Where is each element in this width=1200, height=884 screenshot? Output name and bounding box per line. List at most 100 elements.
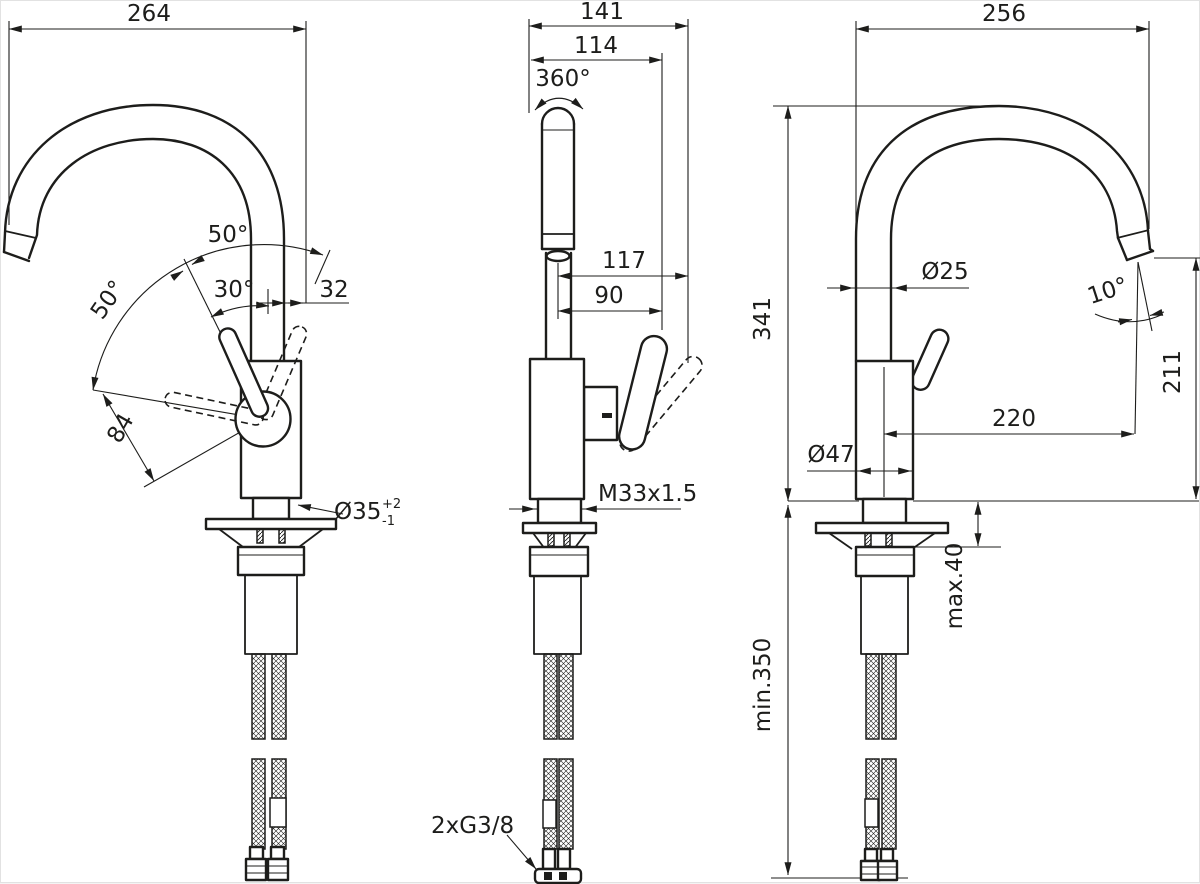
mounting-assembly (521, 497, 598, 884)
arc-arrowhead (1149, 309, 1165, 317)
leader-line (506, 834, 537, 870)
fitting-detail (559, 872, 567, 880)
dim-label-offset: 32 (319, 277, 348, 303)
hose-fitting-neck (879, 847, 895, 863)
flex-hose (271, 653, 287, 740)
dim-line-lever-length (102, 393, 155, 482)
aerator-ring-line (1116, 229, 1150, 239)
arc-lever-swing (91, 244, 324, 391)
dim-label-lever-length: 84 (102, 409, 139, 447)
plate-leg (298, 528, 324, 548)
dim-label-hole-tol-plus: +2 (382, 497, 401, 512)
dim-label-lever-angle: 50° (86, 276, 131, 324)
threaded-shank (860, 575, 909, 655)
dim-label-hole-diameter: Ø35 (334, 499, 381, 525)
hose-fitting-neck (248, 845, 265, 861)
hose-fitting-nut (244, 857, 268, 882)
left-view: 264 50° 30° 32 50° 84 (2, 1, 401, 882)
mounting-assembly (204, 496, 338, 882)
arc-arrowhead (191, 254, 205, 265)
flex-hose (251, 653, 266, 740)
dim-label-depth-total: 141 (580, 1, 624, 25)
plate-leg (911, 532, 936, 550)
faucet-body (528, 357, 586, 501)
hose-label-sleeve (269, 797, 287, 828)
mounting-nut (236, 545, 306, 577)
hose-fitting-neck (556, 847, 572, 871)
lever-dashed-position (618, 355, 703, 452)
hose-fitting-nut (876, 859, 899, 882)
eco-marker (602, 413, 612, 418)
dim-label-hole-tol-minus: -1 (382, 514, 395, 529)
hose-fitting-nut (266, 857, 290, 882)
spout-outline-inner (889, 137, 1120, 363)
mounting-shank (251, 496, 291, 521)
dim-label-thread: M33x1.5 (598, 481, 697, 507)
dim-label-reach-body: 90 (594, 283, 623, 309)
mounting-shank (536, 497, 583, 525)
mounting-assembly (814, 497, 950, 882)
spout-column (540, 106, 576, 361)
hose-label-sleeve (864, 798, 879, 828)
mounting-plate (814, 521, 950, 535)
spout-tip-face (1125, 249, 1155, 262)
mounting-nut (528, 545, 590, 578)
reference-tick (314, 249, 331, 285)
flex-hose (558, 653, 574, 740)
spout-outline-outer (854, 104, 1152, 363)
aerator-ring-line (4, 230, 37, 239)
arc-arrowhead (170, 270, 184, 281)
flex-hose (558, 758, 574, 850)
mounting-plate (204, 517, 338, 531)
dim-label-spray-angle: 10° (1084, 273, 1131, 310)
flex-hose (251, 758, 266, 850)
dim-label-spout-reach: 256 (982, 1, 1026, 27)
clamp-tab (256, 528, 264, 544)
hose-fitting-neck (269, 845, 286, 861)
spray-reference-line (1134, 261, 1139, 435)
clamp-tab (885, 532, 893, 547)
dim-label-projection: 220 (992, 406, 1036, 432)
aerator-outlet (545, 249, 571, 263)
dim-label-body-diameter: Ø47 (807, 442, 854, 468)
mounting-plate (521, 521, 598, 535)
right-view: 256 341 Ø25 10° 211 (750, 1, 1200, 882)
flex-hose (865, 653, 880, 740)
hose-fitting-neck (863, 847, 879, 863)
mounting-nut (854, 545, 916, 578)
clamp-tab (278, 528, 286, 544)
dim-label-depth-spout: 114 (574, 33, 618, 59)
spout-outline-inner (27, 137, 253, 363)
flex-hose (881, 653, 897, 740)
clamp-tab (563, 532, 571, 547)
arc-30-swing (210, 301, 270, 318)
lever-handle-tip (910, 328, 950, 391)
dim-label-spout-tube: Ø25 (921, 259, 968, 285)
fitting-detail (544, 872, 552, 880)
dim-label-outlet-height: 211 (1160, 350, 1186, 394)
dim-label-swing-mid: 30° (214, 277, 255, 303)
hose-fitting-neck (541, 847, 557, 871)
dim-label-hose-connection: 2xG3/8 (431, 813, 514, 839)
lever-handle (218, 327, 270, 418)
dim-label-reach-outlet: 117 (602, 248, 646, 274)
flex-hose (881, 758, 897, 850)
threaded-shank (244, 574, 298, 655)
spout-tip-face (2, 250, 31, 263)
swivel-arc (534, 97, 584, 111)
mounting-shank (861, 497, 908, 525)
cartridge-collar (582, 385, 619, 442)
threaded-shank (533, 575, 582, 655)
plate-leg (218, 528, 244, 548)
flex-hose (543, 653, 558, 740)
plate-leg (828, 532, 853, 550)
dim-label-swivel: 360° (535, 66, 590, 92)
hose-fitting-nut (533, 867, 583, 884)
hose-label-sleeve (542, 799, 557, 829)
dim-label-swing-upper: 50° (208, 222, 249, 248)
clamp-tab (864, 532, 872, 547)
dim-label-height-total: 341 (750, 297, 776, 341)
lever-handle (617, 334, 669, 451)
